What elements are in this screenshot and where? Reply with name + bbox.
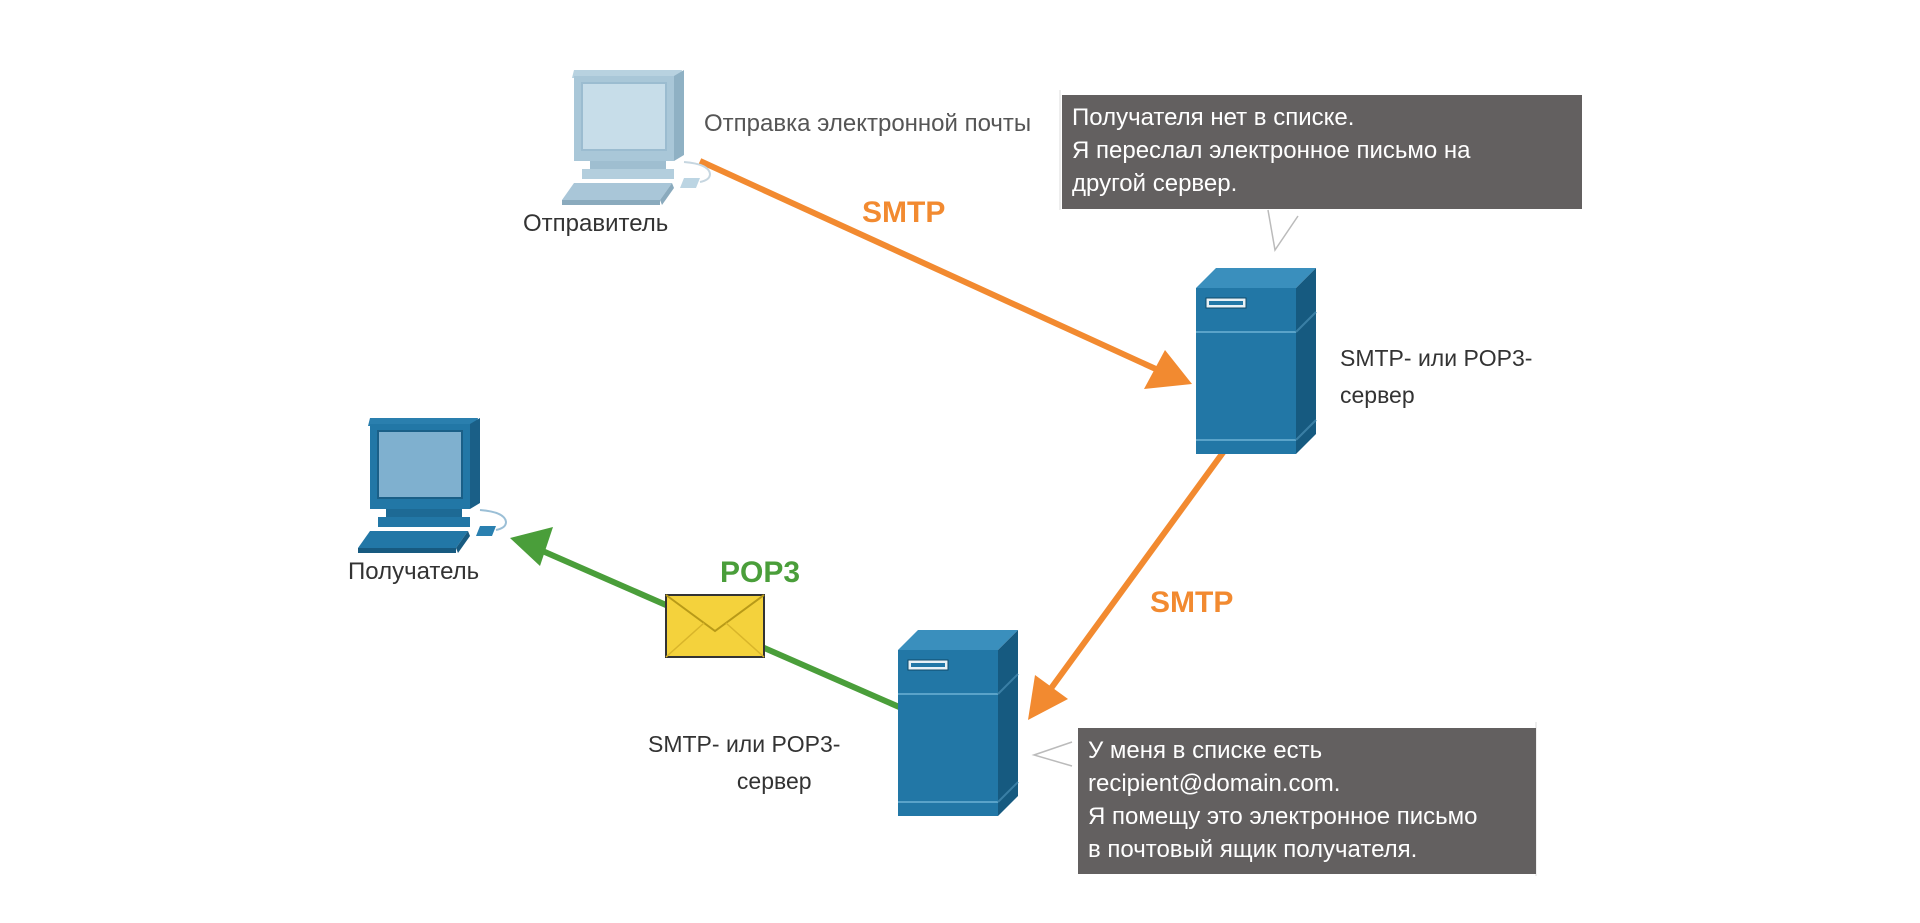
callout-top: Получателя нет в списке. Я переслал элек…: [1062, 95, 1582, 209]
recipient-computer-icon: [358, 418, 508, 553]
envelope-icon: [665, 594, 765, 658]
server-bottom-label: SMTP- или POP3- сервер: [648, 726, 840, 800]
callout-top-pointer: [1267, 209, 1299, 252]
server-bottom-label-line2: сервер: [736, 768, 812, 794]
sender-action-label: Отправка электронной почты: [704, 110, 1032, 137]
smtp-arrow-server-to-server: [1028, 430, 1241, 720]
callout-bottom-line-4: в почтовый ящик получателя.: [1088, 836, 1418, 863]
callout-top-line-1: Получателя нет в списке.: [1072, 104, 1355, 131]
smtp-arrow-sender-to-server: [698, 158, 1192, 389]
server-top-label-line1: SMTP- или POP3-: [1340, 345, 1533, 371]
server-top-label: SMTP- или POP3- сервер: [1340, 340, 1532, 414]
protocol-label-pop3: POP3: [720, 556, 801, 589]
sender-label: Отправитель: [523, 210, 669, 237]
protocol-label-smtp-top: SMTP: [862, 196, 946, 229]
protocol-label-smtp-middle: SMTP: [1150, 586, 1234, 619]
callout-bottom-line-1: У меня в списке есть: [1088, 737, 1323, 764]
callout-top-line-2: Я переслал электронное письмо на: [1072, 137, 1471, 164]
callout-bottom-pointer: [1031, 741, 1073, 767]
server-bottom-label-line1: SMTP- или POP3-: [648, 731, 841, 757]
server-bottom-icon: [898, 630, 1019, 816]
callout-bottom: У меня в списке есть recipient@domain.co…: [1078, 728, 1536, 874]
recipient-label: Получатель: [348, 558, 480, 585]
server-top-label-line2: сервер: [1340, 382, 1415, 408]
callout-top-line-3: другой сервер.: [1072, 170, 1238, 197]
server-top-icon: [1196, 268, 1317, 454]
sender-computer-icon: [562, 70, 712, 205]
callout-bottom-line-2: recipient@domain.com.: [1088, 770, 1341, 797]
callout-bottom-line-3: Я помещу это электронное письмо: [1088, 803, 1478, 830]
